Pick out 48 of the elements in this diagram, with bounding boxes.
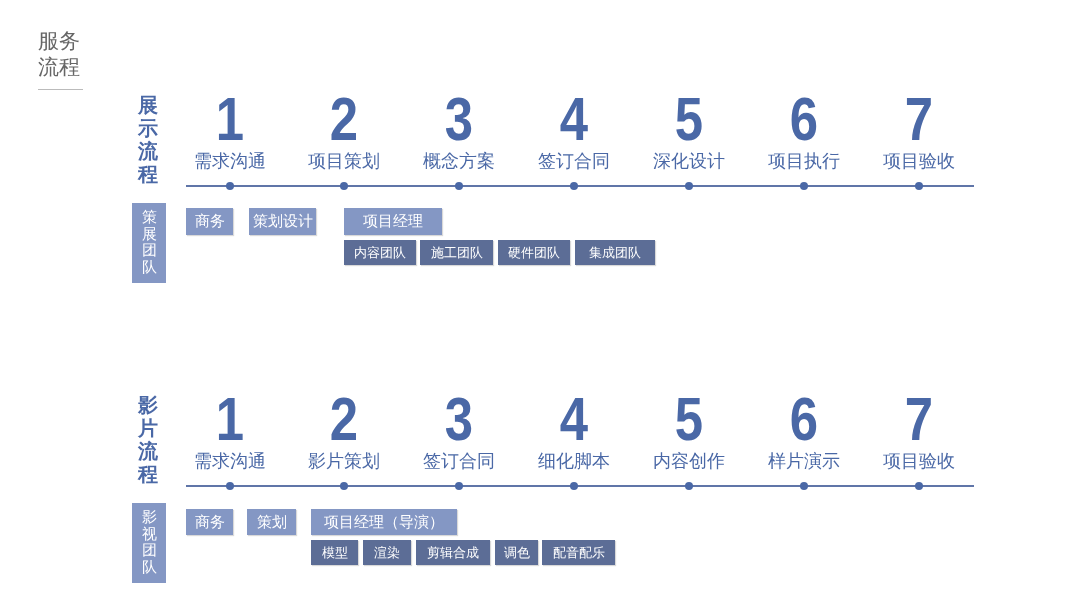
- role-tag: 配音配乐: [542, 540, 615, 565]
- step-number: 2: [329, 388, 359, 450]
- role-tag: 模型: [311, 540, 358, 565]
- step-number: 4: [559, 388, 589, 450]
- step-label: 需求沟通: [193, 152, 267, 170]
- step-label: 项目策划: [307, 152, 381, 170]
- step-number: 5: [674, 388, 704, 450]
- step-label: 项目执行: [767, 152, 841, 170]
- step-number: 3: [444, 388, 474, 450]
- role-tag: 集成团队: [575, 240, 655, 265]
- step-number: 5: [674, 88, 704, 150]
- step-number: 1: [215, 388, 245, 450]
- role-tag: 硬件团队: [498, 240, 570, 265]
- role-tag: 项目经理: [344, 208, 442, 235]
- step-label: 影片策划: [307, 452, 381, 470]
- step-label: 细化脚本: [537, 452, 611, 470]
- role-tag: 策划设计: [249, 208, 316, 235]
- step-number: 2: [328, 88, 359, 150]
- step-label: 项目验收: [882, 452, 956, 470]
- role-tag: 剪辑合成: [416, 540, 490, 565]
- role-tag: 策划: [247, 509, 296, 535]
- page-title: 服务流程: [38, 28, 81, 81]
- step-label: 内容创作: [652, 452, 726, 470]
- step-label: 样片演示: [767, 452, 841, 470]
- step-label: 需求沟通: [193, 452, 267, 470]
- step-label: 签订合同: [537, 152, 611, 170]
- step-label: 签订合同: [422, 452, 496, 470]
- step-number: 7: [903, 88, 935, 150]
- step-number: 6: [789, 388, 819, 450]
- team-box: 影视团队: [132, 503, 166, 583]
- step-label: 概念方案: [422, 152, 496, 170]
- role-tag: 调色: [495, 540, 538, 565]
- role-tag: 项目经理（导演）: [311, 509, 457, 535]
- step-number: 7: [903, 388, 935, 450]
- team-box: 策展团队: [132, 203, 166, 283]
- step-label: 深化设计: [652, 152, 726, 170]
- role-tag: 商务: [186, 208, 233, 235]
- role-tag: 施工团队: [420, 240, 493, 265]
- role-tag: 内容团队: [344, 240, 416, 265]
- step-number: 3: [444, 88, 474, 150]
- flow-heading: 影片流程: [138, 394, 158, 486]
- step-number: 4: [559, 88, 589, 150]
- step-number: 1: [215, 88, 245, 150]
- flow-heading: 展示流程: [138, 94, 158, 186]
- role-tag: 渲染: [363, 540, 411, 565]
- role-tag: 商务: [186, 509, 233, 535]
- step-label: 项目验收: [882, 152, 956, 170]
- step-number: 6: [788, 88, 819, 150]
